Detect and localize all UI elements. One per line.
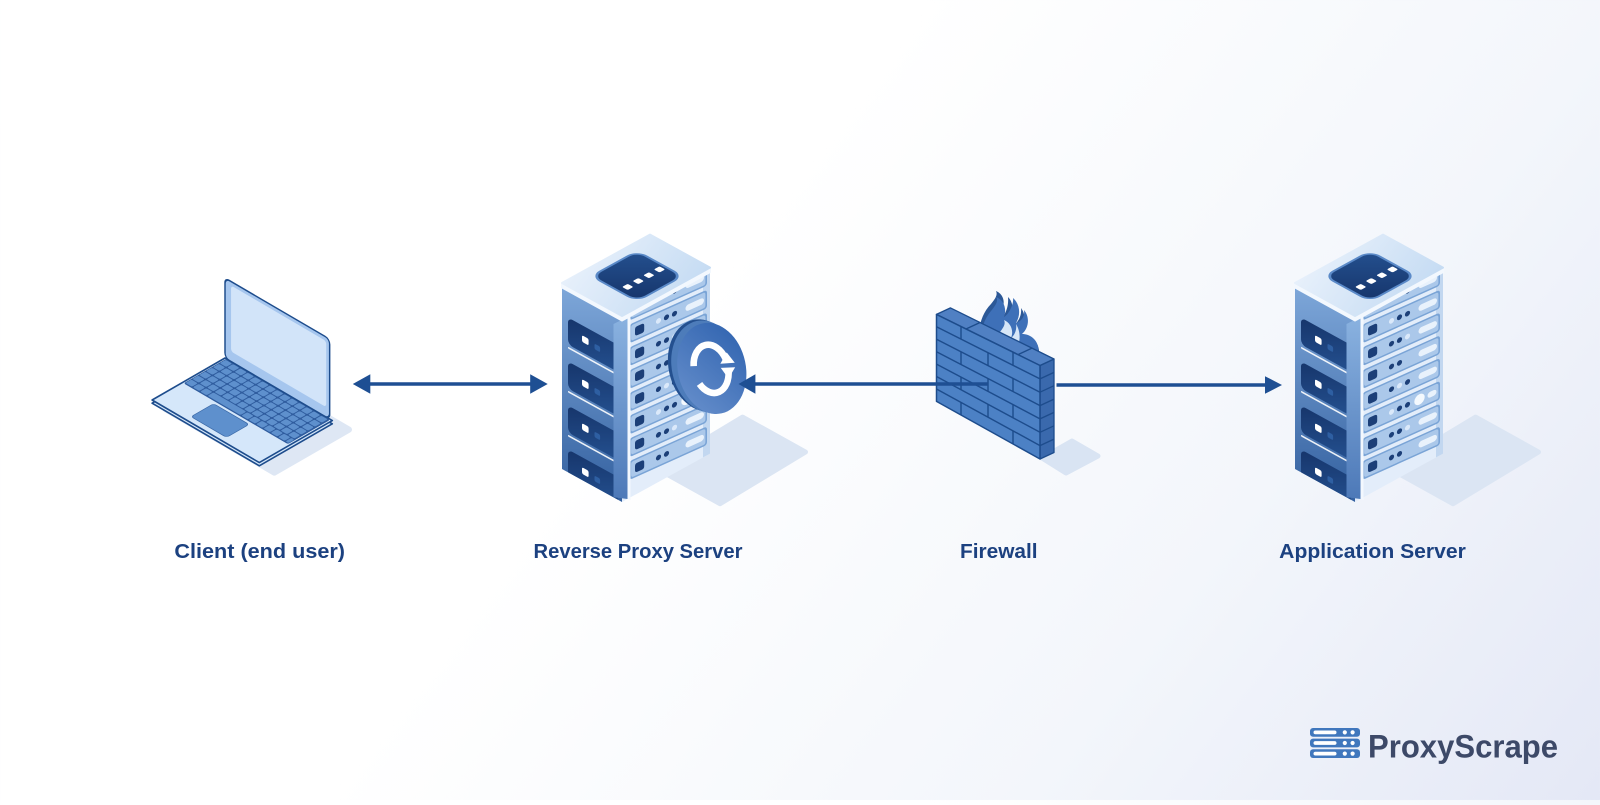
svg-text:Client (end user): Client (end user)	[174, 540, 345, 563]
svg-text:Application Server: Application Server	[1279, 540, 1466, 563]
svg-text:Reverse Proxy Server: Reverse Proxy Server	[534, 540, 743, 563]
svg-text:Firewall: Firewall	[960, 540, 1038, 563]
svg-text:ProxyScrape: ProxyScrape	[1368, 729, 1558, 765]
